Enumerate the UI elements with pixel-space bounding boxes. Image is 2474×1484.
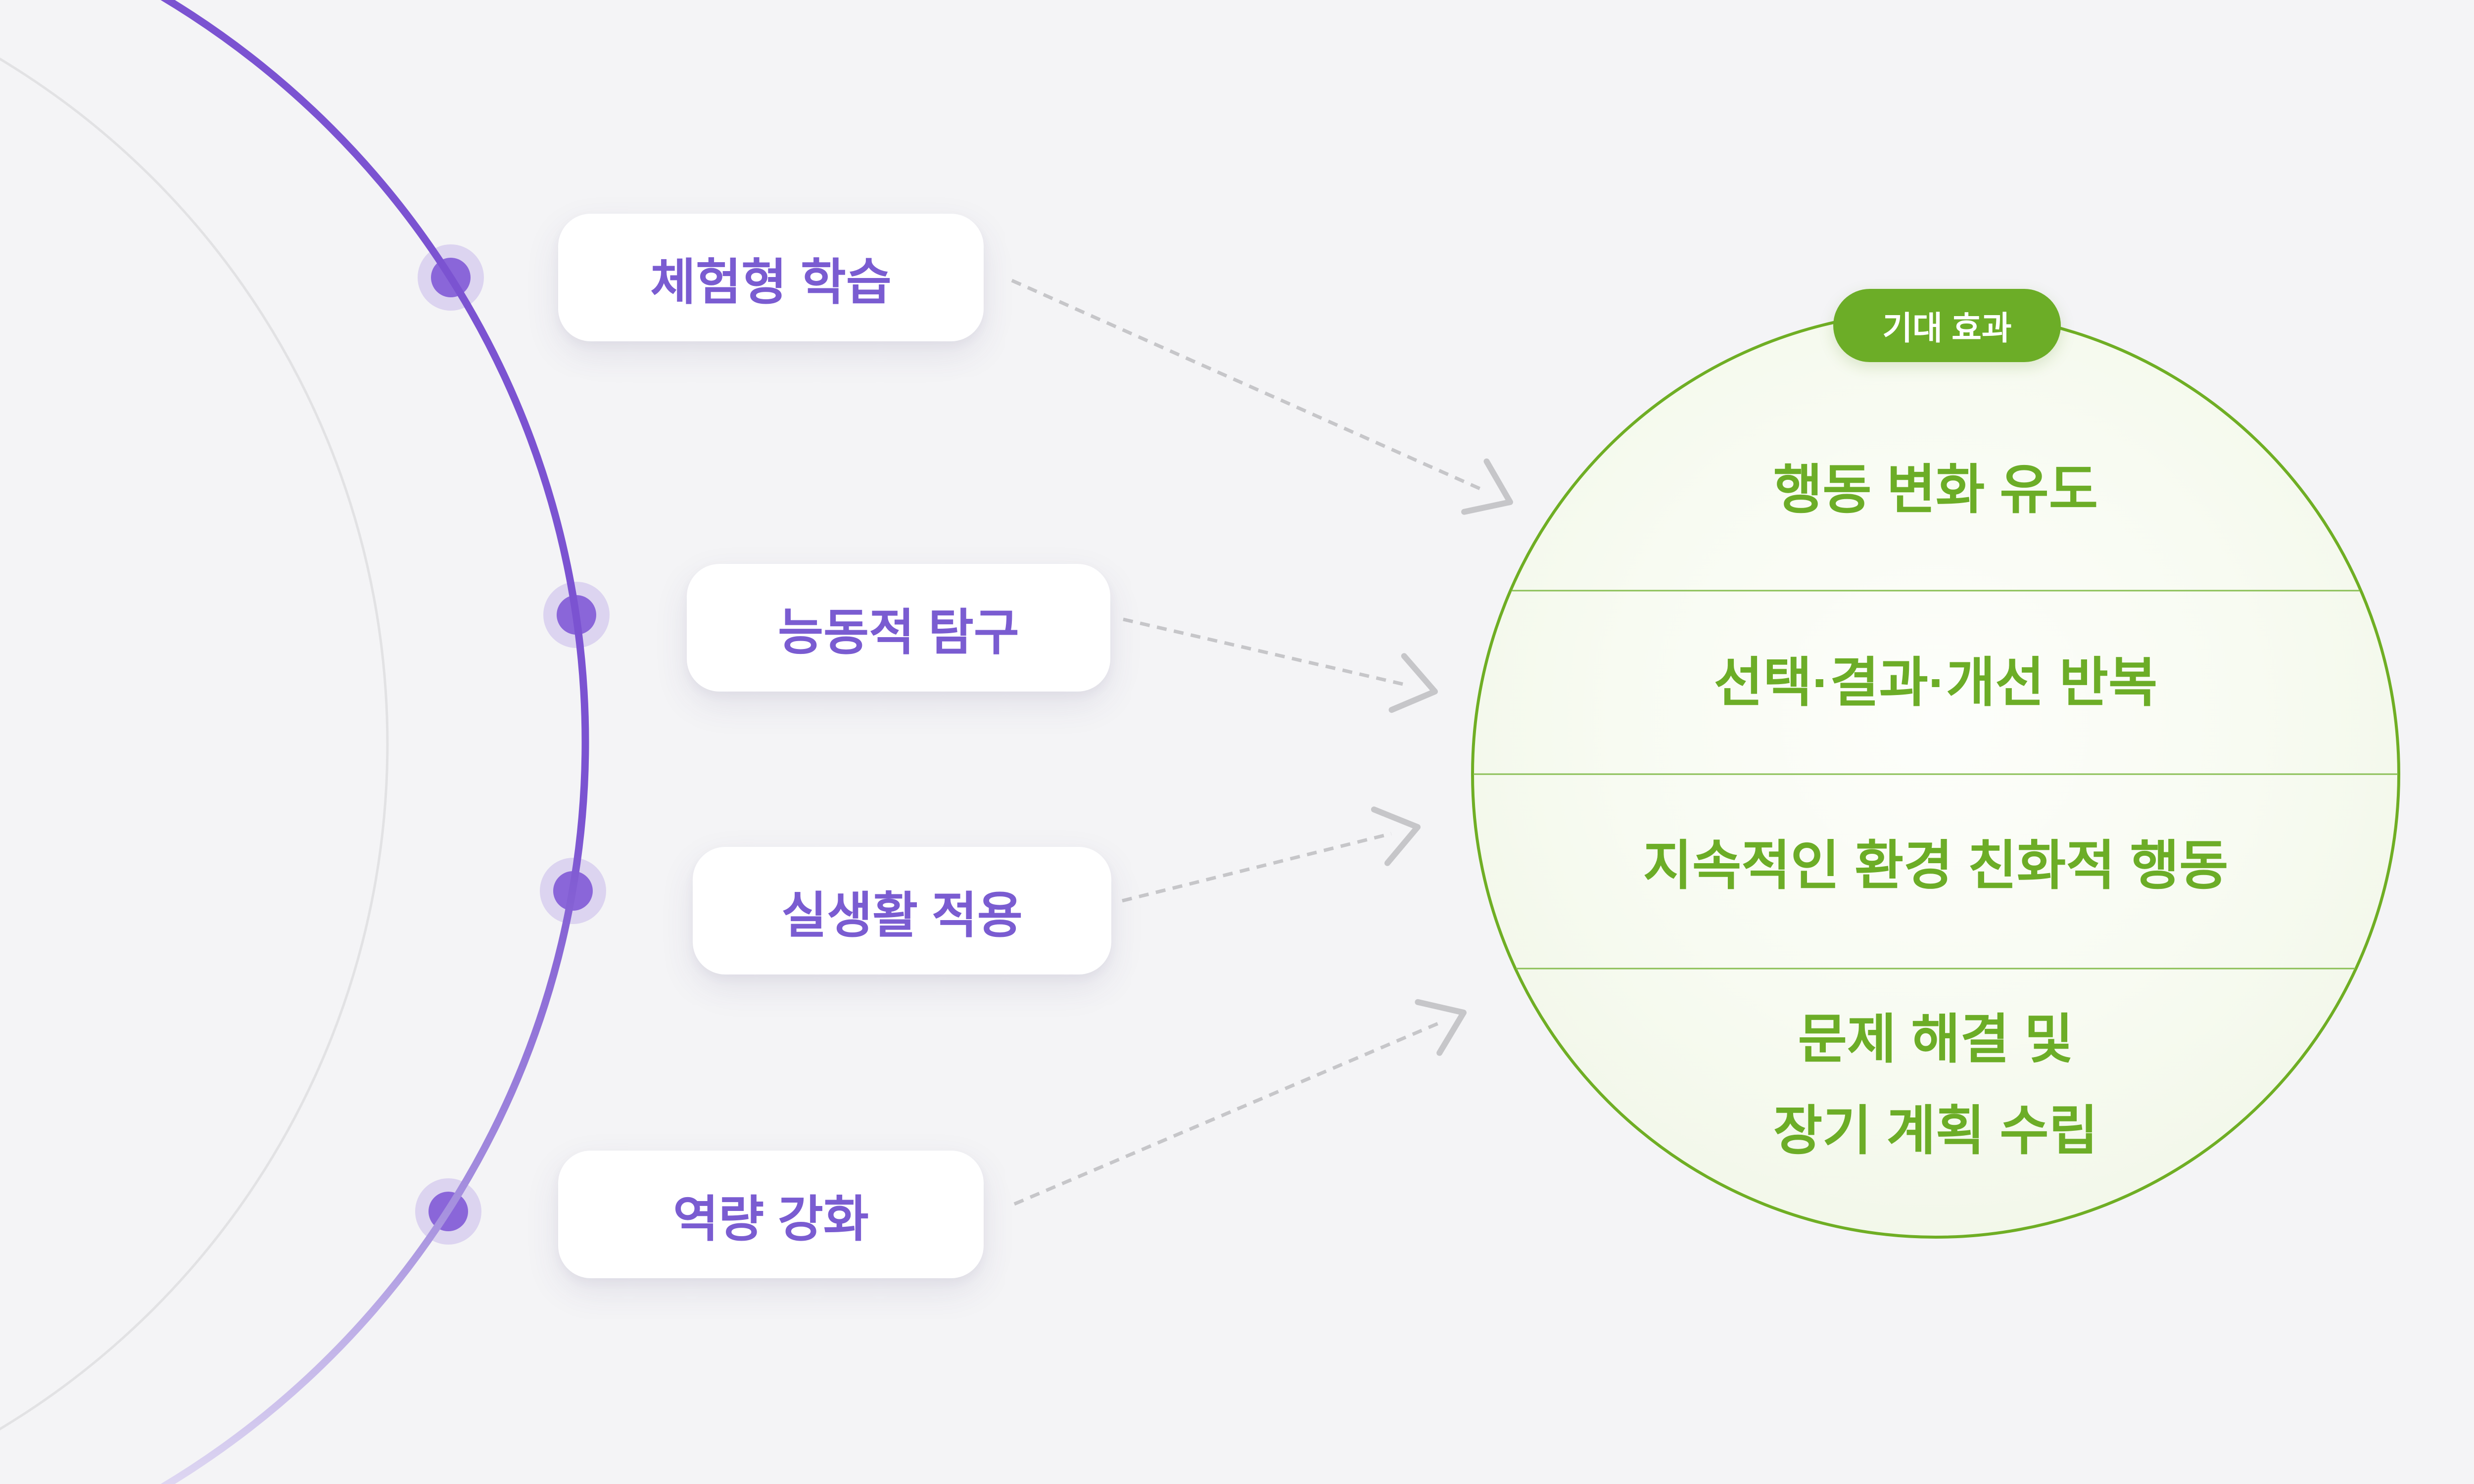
process-card-1: 체험형 학습 (558, 214, 984, 341)
dotted-connector-line (1013, 1021, 1439, 1206)
process-card-2: 능동적 탐구 (687, 564, 1110, 692)
background-track-arc (0, 57, 389, 1431)
process-card-3: 실생활 적용 (693, 847, 1111, 974)
arrowhead-icon (1415, 999, 1467, 1056)
arrowhead-icon (1371, 806, 1421, 866)
effect-item-text: 행동 변화 유도 (1773, 460, 2098, 519)
expected-effects-badge: 기대 효과 (1833, 289, 2061, 362)
arrowhead-icon (1461, 458, 1513, 515)
timeline-arc (160, 0, 589, 1484)
effect-item-text: 선택·결과·개선 반복 (1713, 652, 2158, 712)
arrowhead-icon (1388, 653, 1438, 713)
dotted-connector-line (1122, 832, 1392, 903)
effect-item-1: 행동 변화 유도 (1391, 450, 2474, 529)
expected-effects-badge-label: 기대 효과 (1882, 310, 2012, 346)
effect-item-text: 지속적인 환경 친화적 행동 (1643, 835, 2229, 895)
process-card-4: 역량 강화 (558, 1151, 984, 1278)
effect-item-2: 선택·결과·개선 반복 (1391, 643, 2474, 722)
dotted-connector-line (1123, 617, 1409, 687)
effect-item-text: 문제 해결 및 (1798, 1009, 2074, 1069)
effect-item-3: 지속적인 환경 친화적 행동 (1391, 826, 2474, 905)
process-card-label: 실생활 적용 (781, 887, 1023, 943)
connector-arrows (1011, 278, 1513, 1206)
effect-item-4: 문제 해결 및 장기 계획 수립 (1391, 993, 2474, 1176)
process-card-label: 체험형 학습 (650, 254, 892, 310)
effect-item-text: 장기 계획 수립 (1773, 1101, 2098, 1160)
process-card-label: 역량 강화 (673, 1191, 869, 1247)
process-card-label: 능동적 탐구 (778, 604, 1019, 660)
